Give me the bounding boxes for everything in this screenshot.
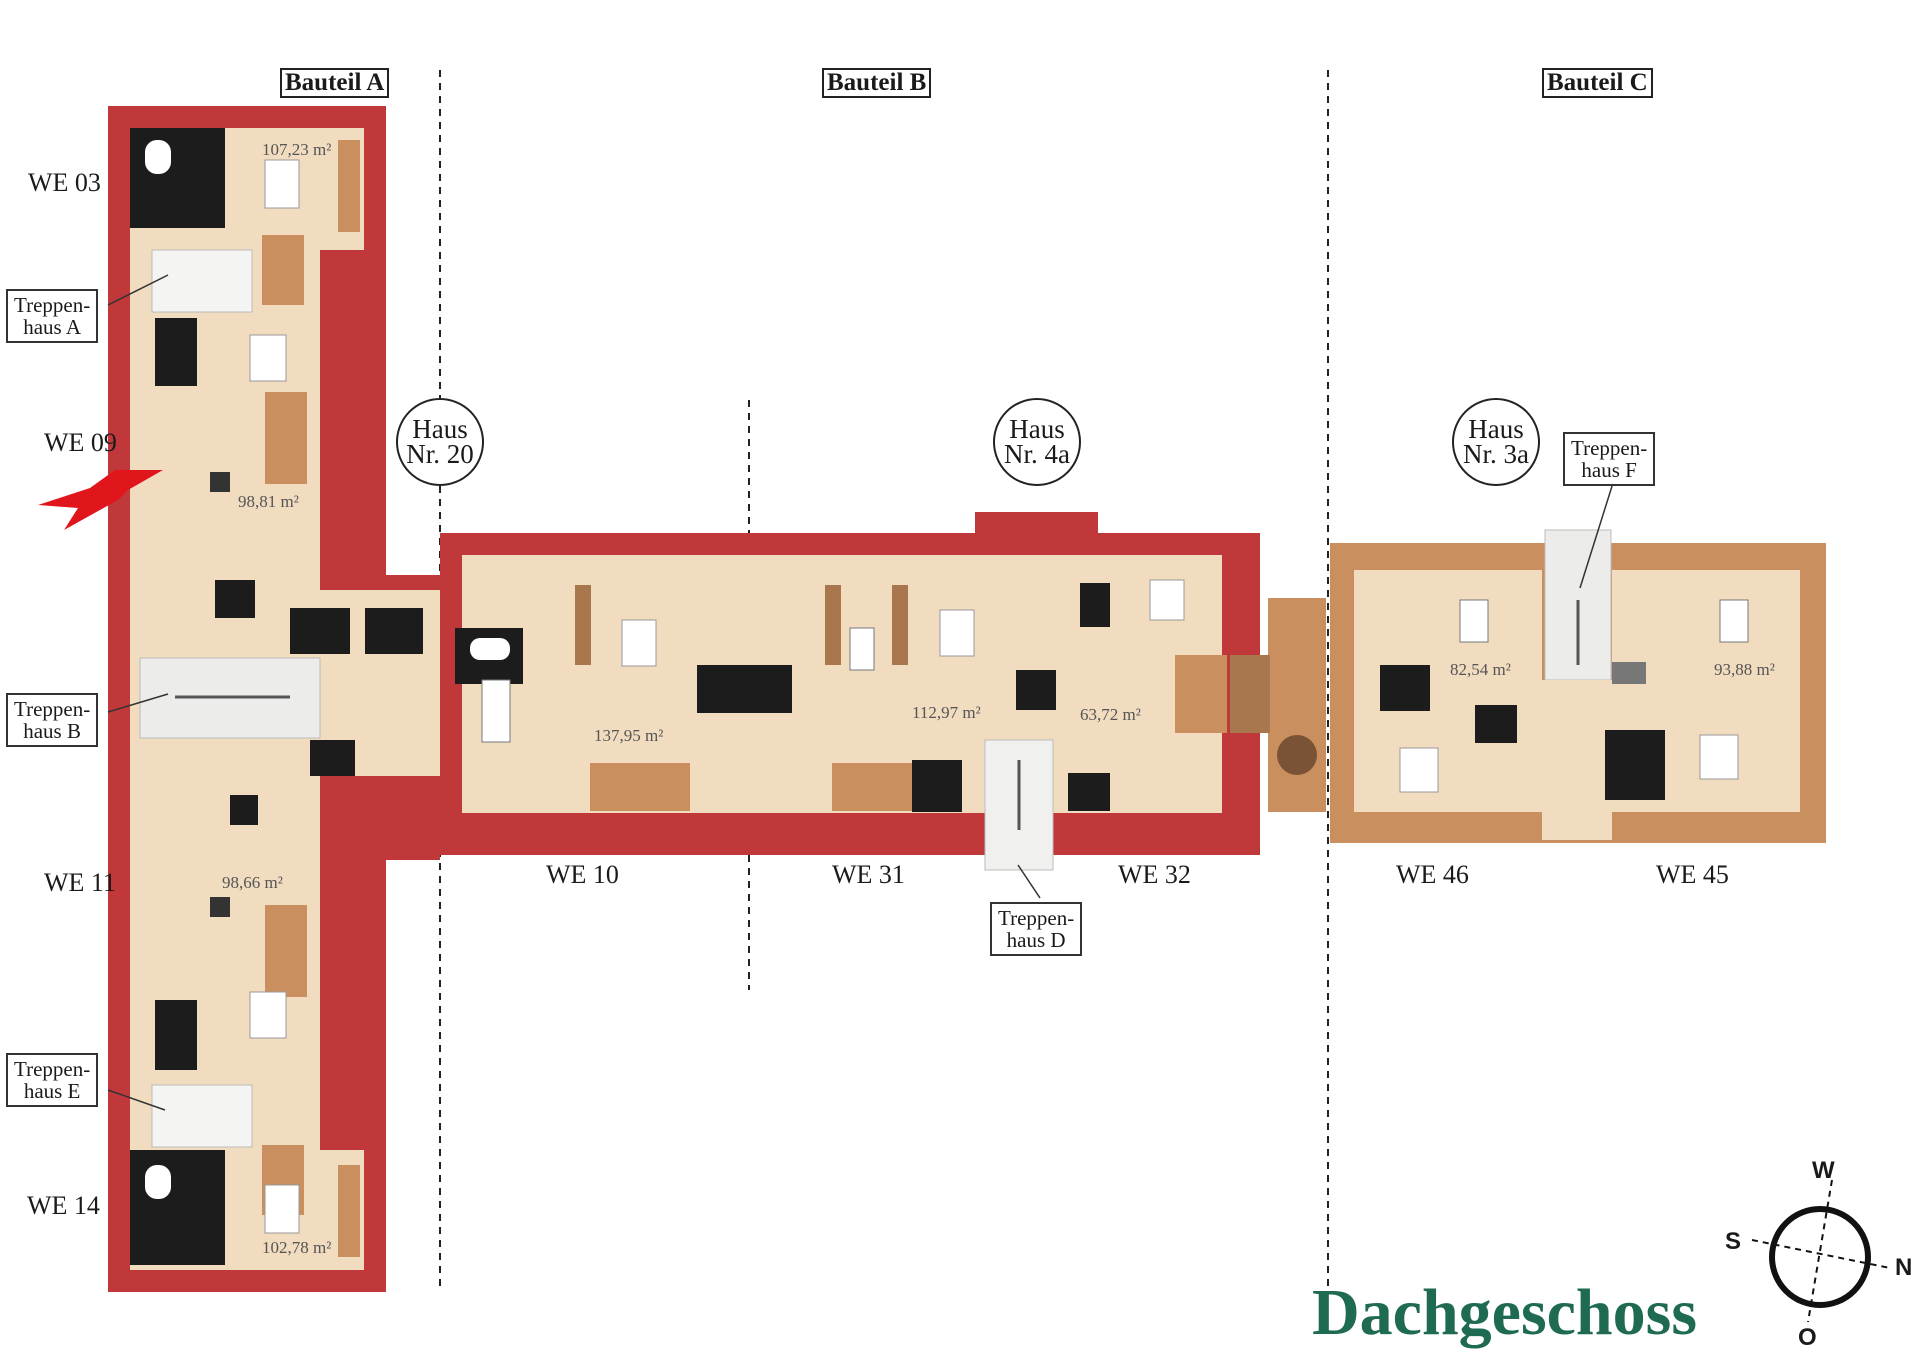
callout-line2: haus B (23, 719, 81, 743)
stairwell-callout-e: Treppen- haus E (6, 1053, 99, 1107)
unit-area-we03: 107,23 m² (262, 140, 332, 159)
unit-area-we46: 82,54 m² (1450, 660, 1511, 679)
stairwell-callout-a: Treppen- haus A (6, 289, 99, 343)
house-marker-nr3a: Haus Nr. 3a (1452, 398, 1540, 486)
section-title-a: Bauteil A (280, 68, 390, 98)
unit-area-we45: 93,88 m² (1714, 660, 1775, 679)
unit-label-we10: WE 10 (546, 860, 619, 889)
stairwell-callout-b: Treppen- haus B (6, 693, 99, 747)
compass-east: O (1798, 1324, 1817, 1351)
stair-a (151, 249, 253, 313)
floor-title: Dachgeschoss (1312, 1276, 1698, 1349)
callout-line1: Treppen- (14, 293, 91, 317)
entrance-arrow (38, 470, 163, 530)
callout-line1: Treppen- (14, 697, 91, 721)
callout-line2: haus A (23, 315, 81, 339)
callout-line2: haus F (1581, 458, 1637, 482)
stair-e (151, 1084, 253, 1148)
unit-area-we09: 98,81 m² (238, 492, 299, 511)
house-marker-line1: Haus (1468, 414, 1524, 444)
unit-label-we32: WE 32 (1118, 860, 1191, 889)
bath-we03 (130, 128, 225, 228)
callout-line1: Treppen- (998, 906, 1075, 930)
unit-area-we10: 137,95 m² (594, 726, 664, 745)
unit-area-we14: 102,78 m² (262, 1238, 332, 1257)
stairwell-callout-d: Treppen- haus D (990, 902, 1083, 956)
bath-we11 (155, 1000, 197, 1070)
compass-west: W (1812, 1157, 1835, 1184)
compass-south: S (1725, 1228, 1742, 1255)
unit-label-we11: WE 11 (44, 868, 116, 897)
stairwell-callout-f: Treppen- haus F (1563, 432, 1656, 486)
callout-line1: Treppen- (14, 1057, 91, 1081)
house-marker-line1: Haus (1009, 414, 1065, 444)
callout-line2: haus D (1006, 928, 1066, 952)
unit-label-we14: WE 14 (27, 1191, 100, 1220)
house-marker-nr20: Haus Nr. 20 (396, 398, 484, 486)
house-marker-line2: Nr. 4a (1004, 439, 1070, 469)
section-title-c: Bauteil C (1542, 68, 1653, 98)
bath-we14 (130, 1150, 225, 1265)
house-marker-nr4a: Haus Nr. 4a (993, 398, 1081, 486)
terrace-we31 (832, 763, 912, 811)
compass-north: N (1895, 1254, 1913, 1281)
house-marker-line2: Nr. 20 (406, 439, 474, 469)
section-title-b: Bauteil B (822, 68, 932, 98)
house-marker-line1: Haus (412, 414, 468, 444)
unit-area-we31: 112,97 m² (912, 703, 981, 722)
unit-label-we46: WE 46 (1396, 860, 1469, 889)
unit-label-we45: WE 45 (1656, 860, 1729, 889)
unit-area-we32: 63,72 m² (1080, 705, 1141, 724)
deck-connector (1268, 598, 1326, 812)
terrace-we32 (1175, 655, 1227, 733)
callout-line2: haus E (23, 1079, 81, 1103)
terrace-we10 (590, 763, 690, 811)
unit-label-we03: WE 03 (28, 168, 101, 197)
house-marker-line2: Nr. 3a (1463, 439, 1529, 469)
bath-we09 (155, 318, 197, 386)
compass (1751, 1179, 1891, 1323)
unit-area-we11: 98,66 m² (222, 873, 283, 892)
callout-line1: Treppen- (1571, 436, 1648, 460)
unit-label-we09: WE 09 (44, 428, 117, 457)
unit-label-we31: WE 31 (832, 860, 905, 889)
